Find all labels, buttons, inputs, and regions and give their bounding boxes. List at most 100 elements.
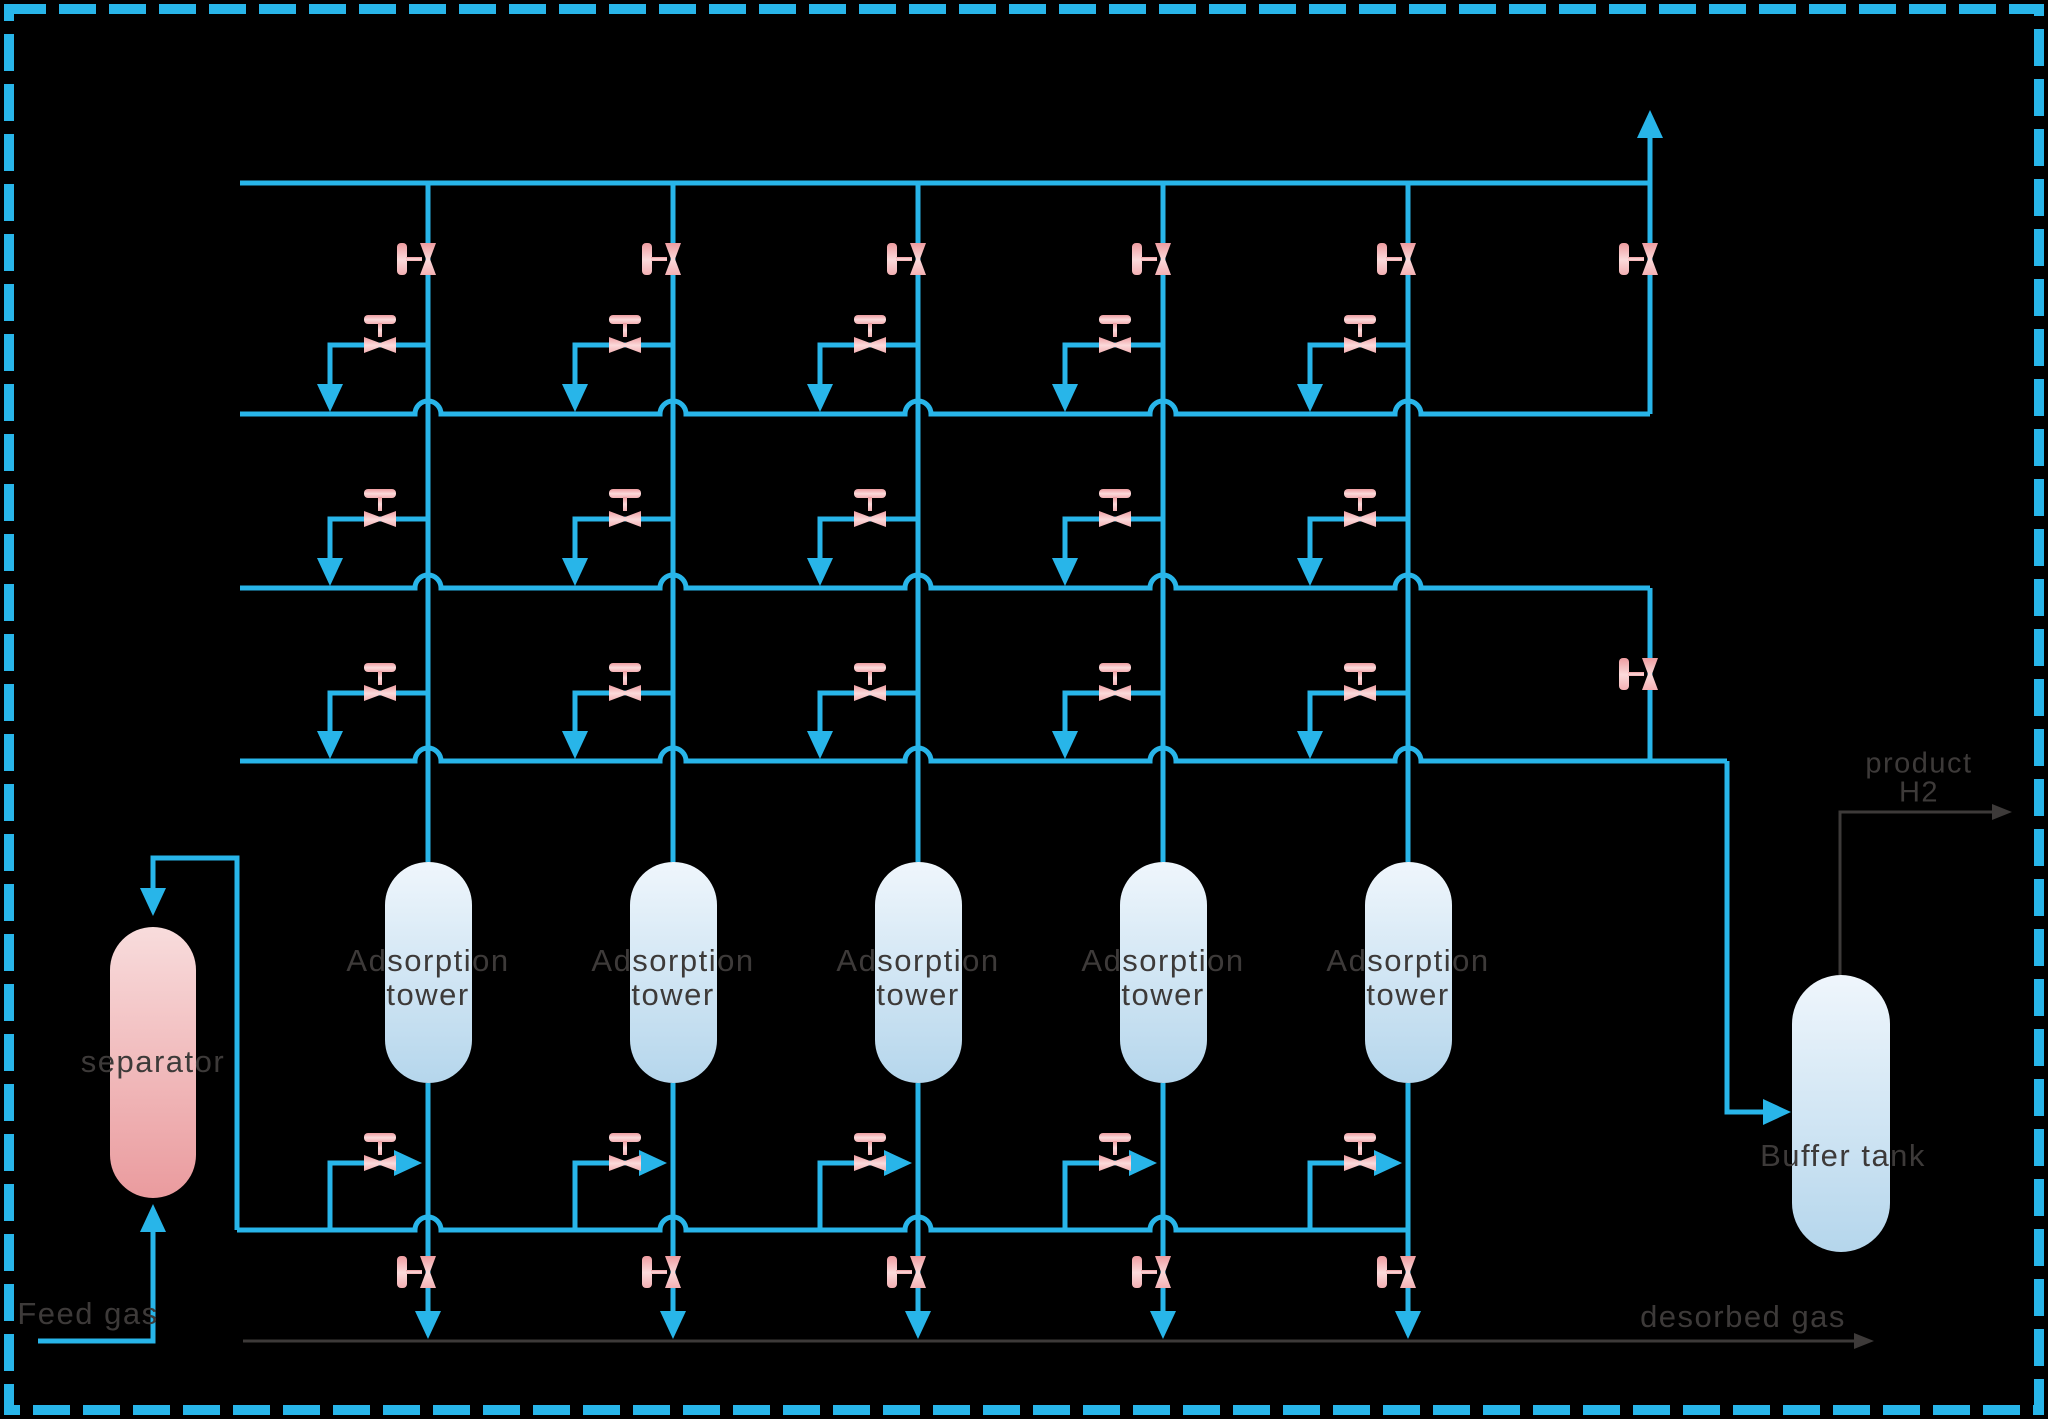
manifold-3 [240,572,1650,591]
separator-vessel [110,927,196,1198]
tower-1-branch-1-valve-icon [364,315,396,353]
tower-1-branch-1-arrow-icon [317,384,343,412]
tower-1-branch-2-valve-icon [364,489,396,527]
tower-1-branch-3-valve-icon [364,663,396,701]
tower-1-branch-2 [327,516,428,560]
adsorption-tower-label-5: Adsorption tower [1326,943,1490,1012]
tower-2-branch-3 [572,690,673,733]
tower-2-drain-valve-icon [642,1256,681,1288]
tower-3-drain-arrow-icon [905,1311,931,1339]
adsorption-tower-5-vessel [1365,862,1452,1083]
adsorption-tower-3-vessel [875,862,962,1083]
tower-5-feed-branch [1307,1160,1376,1230]
tower-3-feed-branch [817,1160,886,1230]
tower-1-branch-3-arrow-icon [317,731,343,759]
tower-3-branch-3-arrow-icon [807,731,833,759]
tower-1-drain-valve-icon [397,1256,436,1288]
buffer-tank-vessel [1792,975,1890,1252]
product-h2-label-line2: H2 [1898,776,1940,809]
tower-3-feed-arrow-icon [884,1150,912,1176]
tower-1-feed-arrow-icon [394,1150,422,1176]
tower-2-drain-arrow-icon [660,1311,686,1339]
tower-3-branch-1-arrow-icon [807,384,833,412]
dashed-border [4,4,2044,1415]
tower-5-branch-3-arrow-icon [1297,731,1323,759]
tower-2-product-valve-icon [642,243,681,275]
tower-2-branch-2-valve-icon [609,489,641,527]
tower-2-branch-1-arrow-icon [562,384,588,412]
tower-5-branch-3 [1307,690,1408,733]
adsorption-tower-label-1: Adsorption tower [346,943,510,1012]
tower-4-product-valve-icon [1132,243,1171,275]
buffer-inlet-arrow-icon [1763,1099,1791,1125]
tower-4-feed-arrow-icon [1129,1150,1157,1176]
product-riser-valve-icon [1619,243,1658,275]
tower-5-product-valve-icon [1377,243,1416,275]
product-h2-line [1838,810,1992,975]
separator-label: separator [80,1044,226,1079]
tower-5-feed-valve-icon [1344,1133,1376,1171]
tower-5-feed-arrow-icon [1374,1150,1402,1176]
tower-1-product-valve-icon [397,243,436,275]
tower-2-branch-2-arrow-icon [562,558,588,586]
tower-4-feed-branch [1062,1160,1131,1230]
tower-3-feed-valve-icon [854,1133,886,1171]
tower-5-branch-2-valve-icon [1344,489,1376,527]
manifold-5-feed [237,1214,1408,1233]
tower-2-branch-1-valve-icon [609,315,641,353]
tower-5-drain-valve-icon [1377,1256,1416,1288]
tower-2-feed-branch [572,1160,641,1230]
tower-3-drain-valve-icon [887,1256,926,1288]
feed-arrow-icon [140,1204,166,1232]
tower-3-branch-2 [817,516,918,560]
separator-recycle-line [150,855,240,1230]
tower-1-branch-2-arrow-icon [317,558,343,586]
tower-2-branch-3-arrow-icon [562,731,588,759]
tower-2-branch-3-valve-icon [609,663,641,701]
tower-4-branch-2-arrow-icon [1052,558,1078,586]
adsorption-tower-2-vessel [630,862,717,1083]
tower-2-feed-arrow-icon [639,1150,667,1176]
tower-3-branch-2-arrow-icon [807,558,833,586]
tower-2-branch-1 [572,342,673,386]
adsorption-tower-label-3: Adsorption tower [836,943,1000,1012]
tower-4-branch-3 [1062,690,1163,733]
desorbed-gas-label: desorbed gas [1640,1299,1846,1334]
adsorption-tower-label-2: Adsorption tower [591,943,755,1012]
tower-3-branch-3 [817,690,918,733]
tower-3-product-valve-icon [887,243,926,275]
separator-inlet-arrow-icon [140,888,166,916]
tower-5-branch-1-arrow-icon [1297,384,1323,412]
tower-4-branch-2-valve-icon [1099,489,1131,527]
equalization-valve-icon [1619,658,1658,690]
feed-gas-label: Feed gas [17,1296,159,1331]
adsorption-tower-label-4: Adsorption tower [1081,943,1245,1012]
tower-3-branch-1-valve-icon [854,315,886,353]
tower-1-feed-valve-icon [364,1133,396,1171]
feed-gas-line [38,1232,156,1344]
buffer-tank-label: Buffer tank [1760,1138,1926,1173]
buffer-feed-line [1724,761,1765,1115]
tower-3-branch-2-valve-icon [854,489,886,527]
adsorption-tower-4-vessel [1120,862,1207,1083]
tower-3-branch-1 [817,342,918,386]
tower-1-branch-1 [327,342,428,386]
vessel-layer [110,862,1890,1252]
tower-5-branch-1-valve-icon [1344,315,1376,353]
tower-4-branch-1-valve-icon [1099,315,1131,353]
tower-4-drain-valve-icon [1132,1256,1171,1288]
manifold-2 [240,398,1650,417]
tower-1-branch-3 [327,690,428,733]
tower-4-feed-valve-icon [1099,1133,1131,1171]
tower-4-drain-arrow-icon [1150,1311,1176,1339]
tower-4-branch-1 [1062,342,1163,386]
adsorption-tower-1-vessel [385,862,472,1083]
desorbed-gas-arrow-icon [1854,1333,1874,1349]
tower-2-feed-valve-icon [609,1133,641,1171]
tower-5-branch-1 [1307,342,1408,386]
tower-1-drain-arrow-icon [415,1311,441,1339]
tower-4-branch-3-valve-icon [1099,663,1131,701]
tower-1-feed-branch [327,1160,396,1230]
